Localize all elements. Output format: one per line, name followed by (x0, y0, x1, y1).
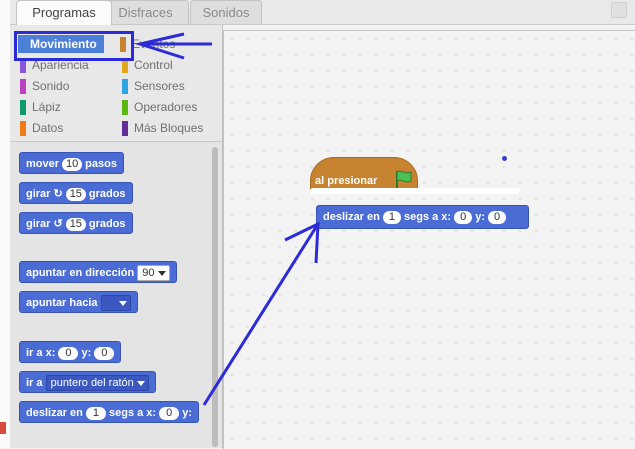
category-swatch (122, 121, 128, 136)
category-swatch (122, 58, 128, 73)
block-palette: Movimiento Eventos Apariencia Control So… (10, 25, 223, 448)
goto-xy-block[interactable]: ir a x: 0 y: 0 (19, 341, 122, 363)
category-mas-bloques[interactable]: Más Bloques (122, 120, 203, 136)
x-input[interactable]: 0 (159, 406, 180, 420)
category-datos[interactable]: Datos (20, 120, 63, 136)
y-input[interactable]: 0 (488, 210, 507, 224)
category-lapiz[interactable]: Lápiz (20, 99, 61, 115)
tab-bar: Disfraces Sonidos Programas (10, 0, 635, 25)
category-swatch (120, 37, 126, 52)
category-swatch (122, 100, 128, 115)
block-label: deslizar en (323, 211, 380, 223)
category-sensores[interactable]: Sensores (122, 78, 185, 94)
category-swatch (20, 121, 26, 136)
direction-dropdown[interactable]: 90 (137, 265, 170, 282)
secs-input[interactable]: 1 (382, 210, 401, 224)
tab-disfraces[interactable]: Disfraces (102, 0, 189, 24)
category-eventos[interactable]: Eventos (120, 36, 175, 52)
block-label: pasos (85, 158, 117, 170)
target-dropdown[interactable] (100, 295, 131, 312)
block-label: mover (26, 158, 60, 170)
block-label: girar (26, 218, 51, 230)
goto-target-dropdown[interactable]: puntero del ratón (45, 375, 149, 392)
scripts-area[interactable] (223, 30, 635, 449)
green-flag-icon (396, 170, 412, 188)
block-label: x: (146, 407, 157, 419)
block-label: x: (441, 211, 452, 223)
point-towards-block[interactable]: apuntar hacia (19, 291, 138, 313)
block-label: grados (88, 188, 126, 200)
tab-sonidos[interactable]: Sonidos (190, 0, 262, 24)
turn-right-block[interactable]: girar ↻ 15 grados (19, 182, 133, 204)
category-movimiento[interactable]: Movimiento (18, 35, 104, 53)
category-sonido[interactable]: Sonido (20, 78, 69, 94)
block-label: x: (45, 347, 56, 359)
x-input[interactable]: 0 (58, 346, 79, 360)
turn-clockwise-icon: ↻ (53, 188, 63, 200)
category-label: Control (134, 58, 173, 72)
scripts-area-marker (502, 156, 507, 161)
block-label: apuntar en dirección (26, 267, 135, 279)
category-swatch (20, 100, 26, 115)
goto-target-block[interactable]: ir a puntero del ratón (19, 371, 156, 393)
block-label: ir a (26, 377, 43, 389)
block-label: deslizar en (26, 407, 83, 419)
turn-left-block[interactable]: girar ↺ 15 grados (19, 212, 133, 234)
secs-input[interactable]: 1 (85, 406, 106, 420)
tab-programas[interactable]: Programas (16, 0, 112, 25)
edge-marker (0, 422, 6, 434)
x-input[interactable]: 0 (454, 210, 473, 224)
palette-scrollbar[interactable] (212, 147, 218, 447)
category-label: Sensores (134, 79, 185, 93)
block-label: grados (88, 218, 126, 230)
window-icon[interactable] (611, 2, 627, 18)
block-label: ir a (26, 347, 43, 359)
block-label: apuntar hacia (26, 297, 98, 309)
y-input[interactable]: 0 (94, 346, 115, 360)
move-block[interactable]: mover 10 pasos (19, 152, 124, 174)
turn-counterclockwise-icon: ↺ (53, 218, 63, 230)
category-swatch (20, 58, 26, 73)
category-label: Sonido (32, 79, 70, 93)
block-label: segs a (108, 407, 144, 419)
point-direction-block[interactable]: apuntar en dirección 90 (19, 261, 177, 283)
category-control[interactable]: Control (122, 57, 173, 73)
glide-block[interactable]: deslizar en 1 segs a x: 0 y: (19, 401, 199, 423)
category-label: Eventos (132, 37, 176, 51)
category-label: Apariencia (32, 58, 89, 72)
category-swatch (122, 79, 128, 94)
category-label: Más Bloques (134, 121, 204, 135)
drop-indicator (310, 188, 520, 194)
category-label: Lápiz (32, 100, 61, 114)
script-glide-block[interactable]: deslizar en 1 segs a x: 0 y: 0 (316, 205, 529, 229)
degrees-input[interactable]: 15 (65, 217, 86, 231)
block-label: y: (182, 407, 192, 419)
block-label: girar (26, 188, 51, 200)
degrees-input[interactable]: 15 (65, 187, 86, 201)
category-list: Movimiento Eventos Apariencia Control So… (10, 25, 222, 142)
category-label: Datos (32, 121, 64, 135)
category-apariencia[interactable]: Apariencia (20, 57, 89, 73)
category-label: Movimiento (30, 37, 97, 51)
category-label: Operadores (134, 100, 198, 114)
hat-block-label: al presionar (315, 175, 378, 187)
steps-input[interactable]: 10 (62, 157, 83, 171)
block-label: y: (81, 347, 92, 359)
category-swatch (20, 79, 26, 94)
category-operadores[interactable]: Operadores (122, 99, 197, 115)
block-label: segs a (403, 211, 439, 223)
block-label: y: (475, 211, 485, 223)
